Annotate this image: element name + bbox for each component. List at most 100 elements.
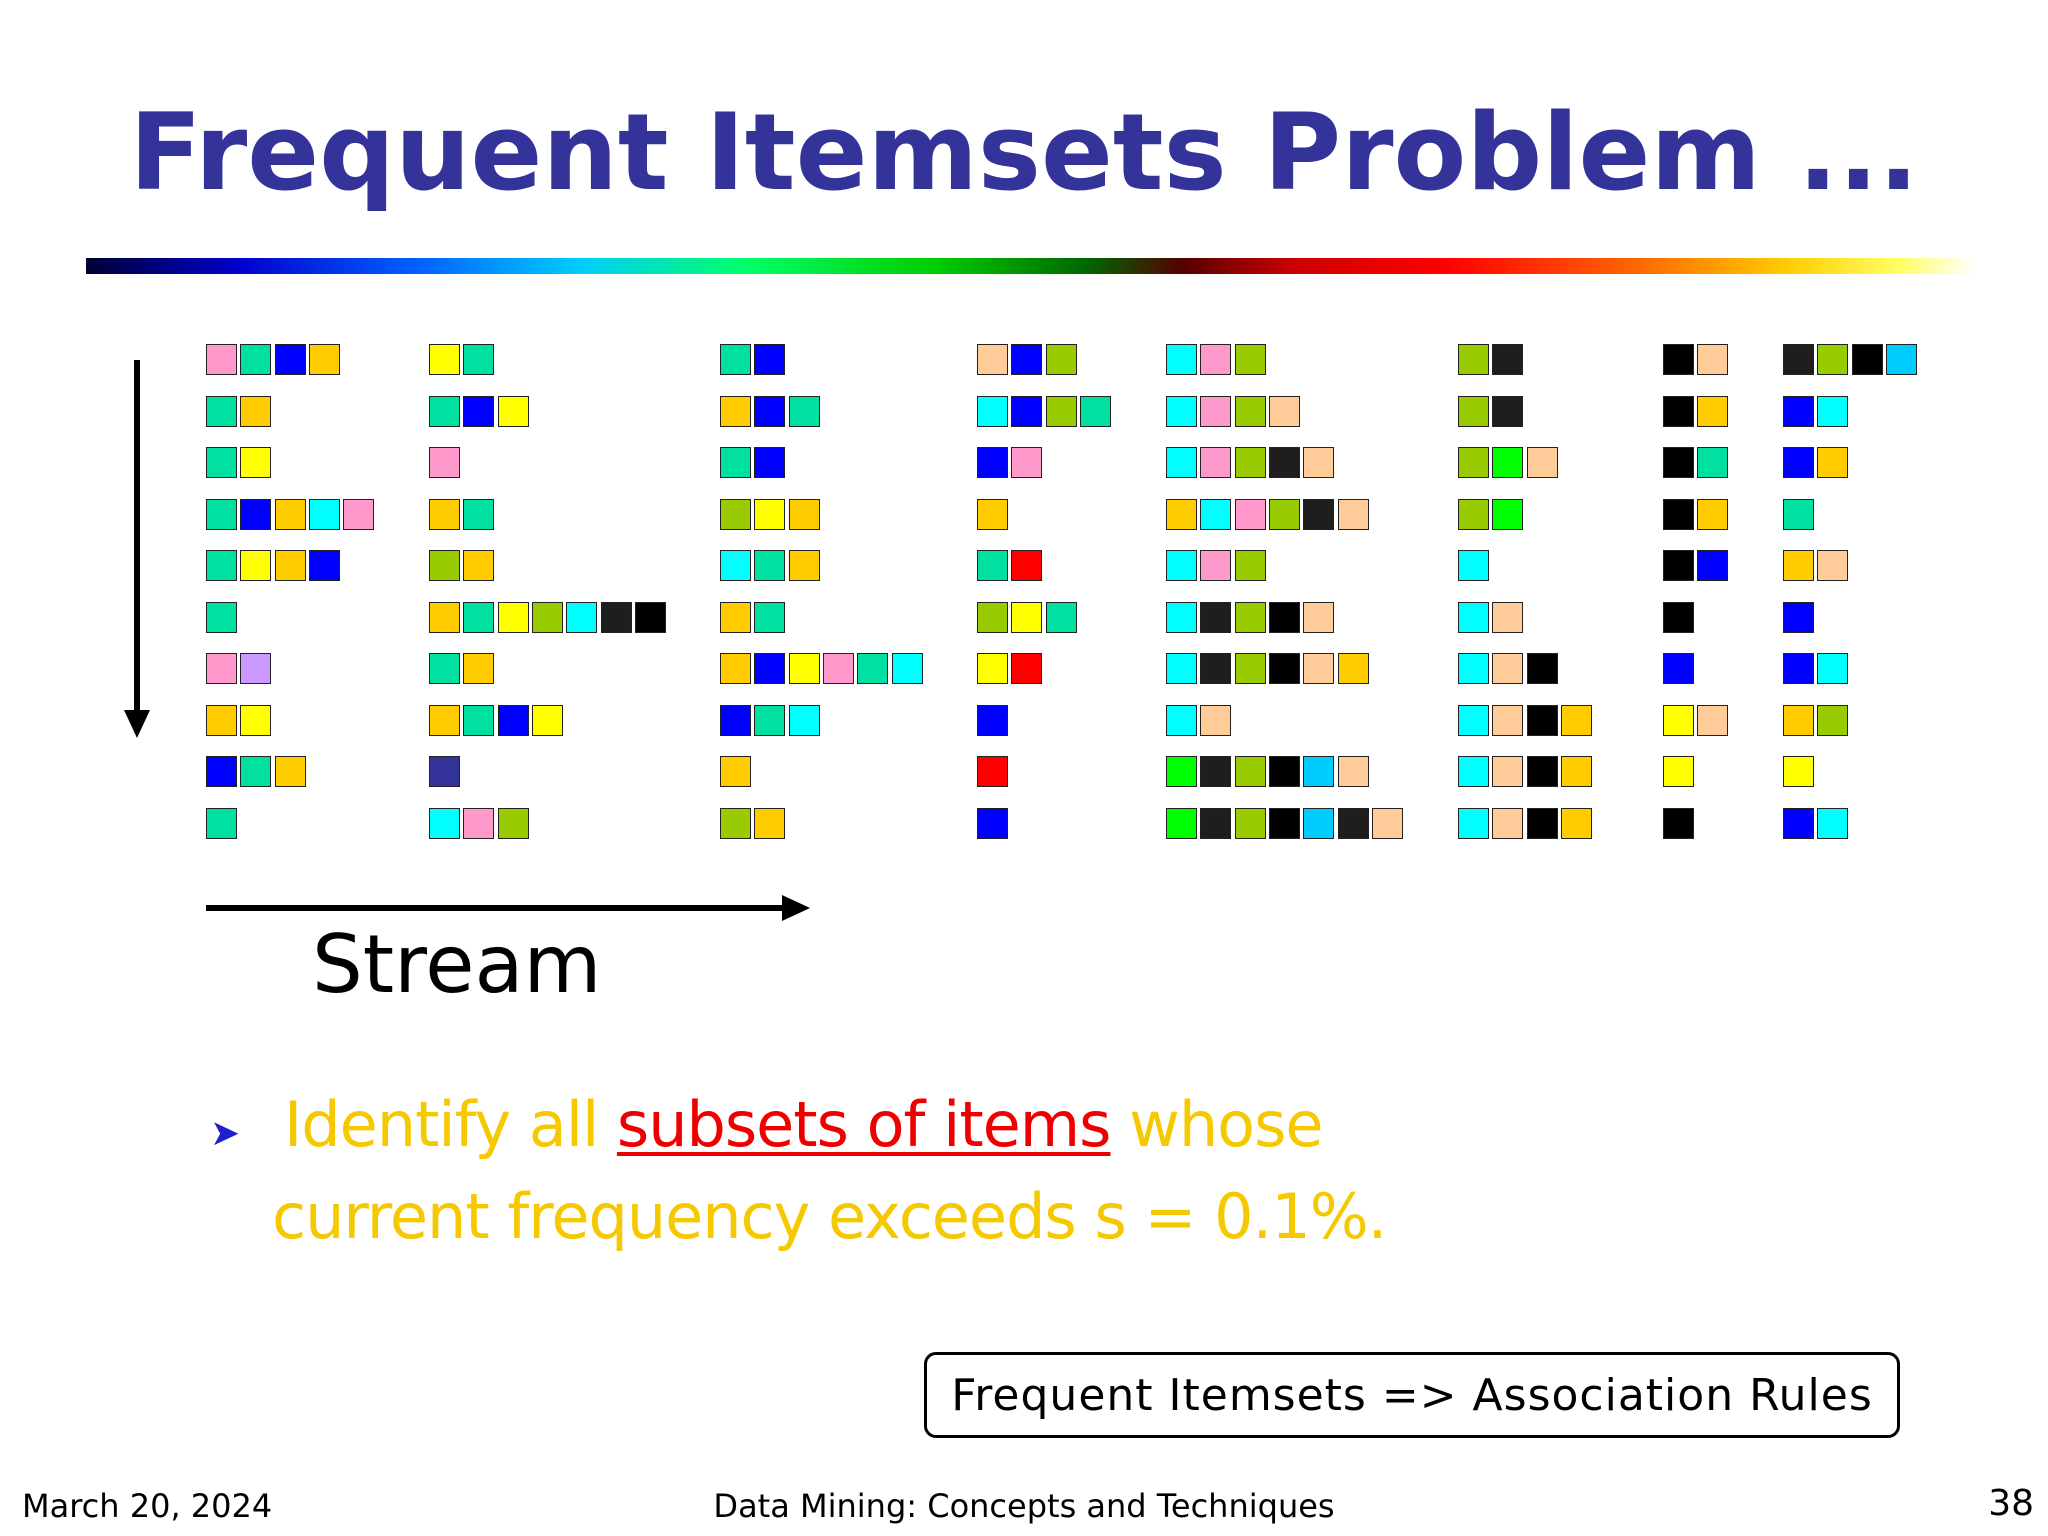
bullet-arrow-icon: ➤ [210, 1113, 241, 1154]
item-cell [497, 807, 529, 839]
item-cell [463, 550, 495, 581]
item-cell [240, 447, 272, 478]
item-cell [497, 601, 529, 633]
item-cell [1166, 704, 1197, 736]
item-cell [1560, 756, 1592, 787]
item-cell [1885, 344, 1917, 375]
item-cell [1234, 395, 1266, 427]
item-cell [463, 395, 495, 427]
item-cell [1783, 653, 1814, 684]
item-cell [1492, 601, 1524, 633]
stream-label: Stream [312, 918, 602, 1011]
item-cell [1458, 550, 1489, 581]
item-cell [754, 704, 786, 736]
item-cell [1200, 550, 1232, 581]
item-cell [788, 653, 820, 684]
item-cell [429, 653, 460, 684]
slide-title: Frequent Itemsets Problem ... [129, 91, 1919, 214]
item-cell [1492, 807, 1524, 839]
item-cell [1166, 756, 1197, 787]
item-cell [274, 498, 306, 530]
item-cell [1337, 498, 1369, 530]
item-cell [240, 550, 272, 581]
item-cell [720, 653, 751, 684]
item-cell [1303, 498, 1335, 530]
item-cell [754, 601, 786, 633]
item-cell [206, 344, 237, 375]
item-cell [429, 550, 460, 581]
item-cell [857, 653, 889, 684]
item-cell [1663, 653, 1694, 684]
item-cell [343, 498, 375, 530]
item-cell [206, 498, 237, 530]
item-cell [463, 498, 495, 530]
item-cell [1492, 756, 1524, 787]
item-cell [720, 704, 751, 736]
item-cell [206, 653, 237, 684]
item-cell [1560, 807, 1592, 839]
item-cell [429, 704, 460, 736]
bullet-text-part2: whose [1110, 1088, 1323, 1161]
right-arrow-icon [782, 895, 810, 921]
item-cell [1492, 498, 1524, 530]
item-cell [1200, 601, 1232, 633]
item-cell [1011, 344, 1043, 375]
item-cell [240, 344, 272, 375]
item-cell [1817, 344, 1849, 375]
footer-date: March 20, 2024 [22, 1487, 273, 1525]
item-cell [274, 756, 306, 787]
item-cell [1337, 653, 1369, 684]
item-cell [720, 550, 751, 581]
item-cell [1458, 704, 1489, 736]
rainbow-divider [86, 258, 1976, 274]
item-cell [1011, 447, 1043, 478]
item-cell [1268, 653, 1300, 684]
item-cell [240, 704, 272, 736]
item-cell [1303, 447, 1335, 478]
item-cell [1458, 756, 1489, 787]
item-cell [1492, 344, 1524, 375]
item-cell [1458, 807, 1489, 839]
item-cell [1458, 344, 1489, 375]
item-cell [1526, 756, 1558, 787]
item-cell [1492, 447, 1524, 478]
item-cell [1663, 395, 1694, 427]
item-cell [497, 704, 529, 736]
down-arrow-icon [124, 710, 150, 738]
item-cell [1697, 344, 1729, 375]
item-cell [240, 498, 272, 530]
item-cell [1783, 395, 1814, 427]
item-cell [1817, 550, 1849, 581]
item-cell [463, 344, 495, 375]
item-cell [1697, 704, 1729, 736]
item-cell [977, 395, 1008, 427]
item-cell [1166, 653, 1197, 684]
item-cell [1166, 395, 1197, 427]
item-cell [1268, 447, 1300, 478]
bullet-text-line-2: current frequency exceeds s = 0.1%. [272, 1180, 1387, 1253]
itemset-stream-grid [206, 344, 1917, 839]
item-cell [1200, 807, 1232, 839]
item-cell [1526, 807, 1558, 839]
item-cell [977, 601, 1008, 633]
item-cell [788, 550, 820, 581]
item-cell [1011, 653, 1043, 684]
item-cell [1166, 601, 1197, 633]
item-cell [1697, 447, 1729, 478]
item-cell [600, 601, 632, 633]
item-cell [429, 498, 460, 530]
item-cell [720, 447, 751, 478]
item-cell [977, 807, 1008, 839]
item-cell [1851, 344, 1883, 375]
item-cell [206, 601, 237, 633]
callout-box: Frequent Itemsets => Association Rules [924, 1352, 1900, 1438]
item-cell [720, 756, 751, 787]
item-cell [463, 704, 495, 736]
item-cell [720, 601, 751, 633]
item-cell [497, 395, 529, 427]
item-cell [788, 395, 820, 427]
item-cell [1663, 550, 1694, 581]
item-cell [1337, 756, 1369, 787]
item-cell [429, 344, 460, 375]
item-cell [206, 395, 237, 427]
